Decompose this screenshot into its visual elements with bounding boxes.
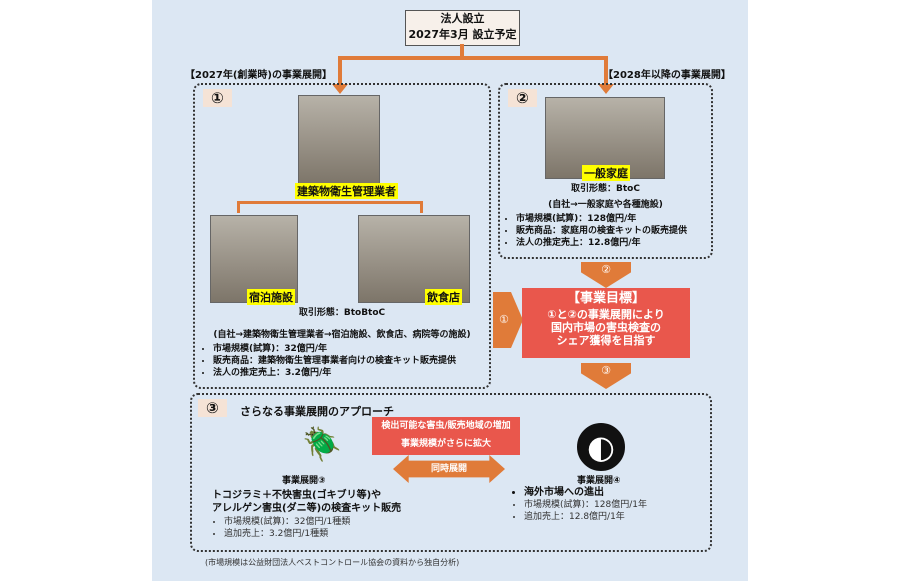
right-header: 【2028年以降の事業展開】 <box>603 70 731 81</box>
approach-title: さらなる事業展開のアプローチ <box>240 405 394 418</box>
expansion-3-bullets: 市場規模(試算)：32億円/1種類追加売上：3.2億円/1種類 <box>210 516 350 540</box>
globe-icon: ◐ <box>577 423 625 471</box>
footnote: (市場規模は公益財団法人ペストコントロール協会の資料から独自分析) <box>205 558 460 567</box>
expansion-4-title: 事業展開④ <box>577 476 621 486</box>
household-label: 一般家庭 <box>582 165 630 181</box>
main-label: 建築物衛生管理業者 <box>295 183 398 199</box>
expansion-4-bullets: 海外市場への進出市場規模(試算)：128億円/1年追加売上：12.8億円/1年 <box>510 487 647 523</box>
cleaner-image <box>298 95 380 185</box>
left-header: 【2027年(創業時)の事業展開】 <box>185 70 332 81</box>
expansion-3-desc: トコジラミ＋不快害虫(ゴキブリ等)やアレルゲン害虫(ダニ等)の検査キット販売 <box>212 490 402 514</box>
hotel-label: 宿泊施設 <box>247 289 295 305</box>
hotel-image <box>210 215 298 303</box>
connector <box>237 201 423 204</box>
restaurant-label: 飲食店 <box>425 289 462 305</box>
double-arrow: 同時展開 <box>393 455 505 483</box>
growth-box: 検出可能な害虫/販売地域の増加事業規模がさらに拡大 <box>372 417 520 455</box>
flow: (自社→一般家庭や各種施設) <box>548 200 663 210</box>
restaurant-image <box>358 215 470 303</box>
box2-bullets: 市場規模(試算)：128億円/年販売商品：家庭用の検査キットの販売提供法人の推定… <box>502 213 687 249</box>
trade-type: 取引形態：BtoC <box>571 184 640 194</box>
connector <box>338 56 608 60</box>
connector <box>338 56 342 86</box>
box1-bullets: 市場規模(試算)：32億円/年販売商品：建築物衛生管理事業者向けの検査キット販売… <box>199 343 456 379</box>
business-box-2: ② 一般家庭 取引形態：BtoC (自社→一般家庭や各種施設) 市場規模(試算)… <box>498 83 713 259</box>
box-number: ③ <box>198 399 227 417</box>
business-box-3: ③ さらなる事業展開のアプローチ 🪲 事業展開③ トコジラミ＋不快害虫(ゴキブリ… <box>190 393 712 552</box>
connector <box>604 56 608 86</box>
trade-type: 取引形態：BtoBtoC <box>298 308 386 318</box>
arrow-down-icon <box>598 84 614 94</box>
arrow-down-icon <box>332 84 348 94</box>
connector <box>460 44 464 58</box>
box-number: ② <box>508 89 537 107</box>
bug-icon: 🪲 <box>302 425 342 463</box>
expansion-3-title: 事業展開③ <box>282 476 326 486</box>
business-box-1: ① 建築物衛生管理業者 宿泊施設 飲食店 取引形態：BtoBtoC (自社→建築… <box>193 83 491 389</box>
goal-box: 【事業目標】 ①と②の事業展開により国内市場の害虫検査のシェア獲得を目指す <box>522 288 690 358</box>
box-number: ① <box>203 89 232 107</box>
flow: (自社→建築物衛生管理業者→宿泊施設、飲食店、病院等の施設) <box>213 330 471 340</box>
